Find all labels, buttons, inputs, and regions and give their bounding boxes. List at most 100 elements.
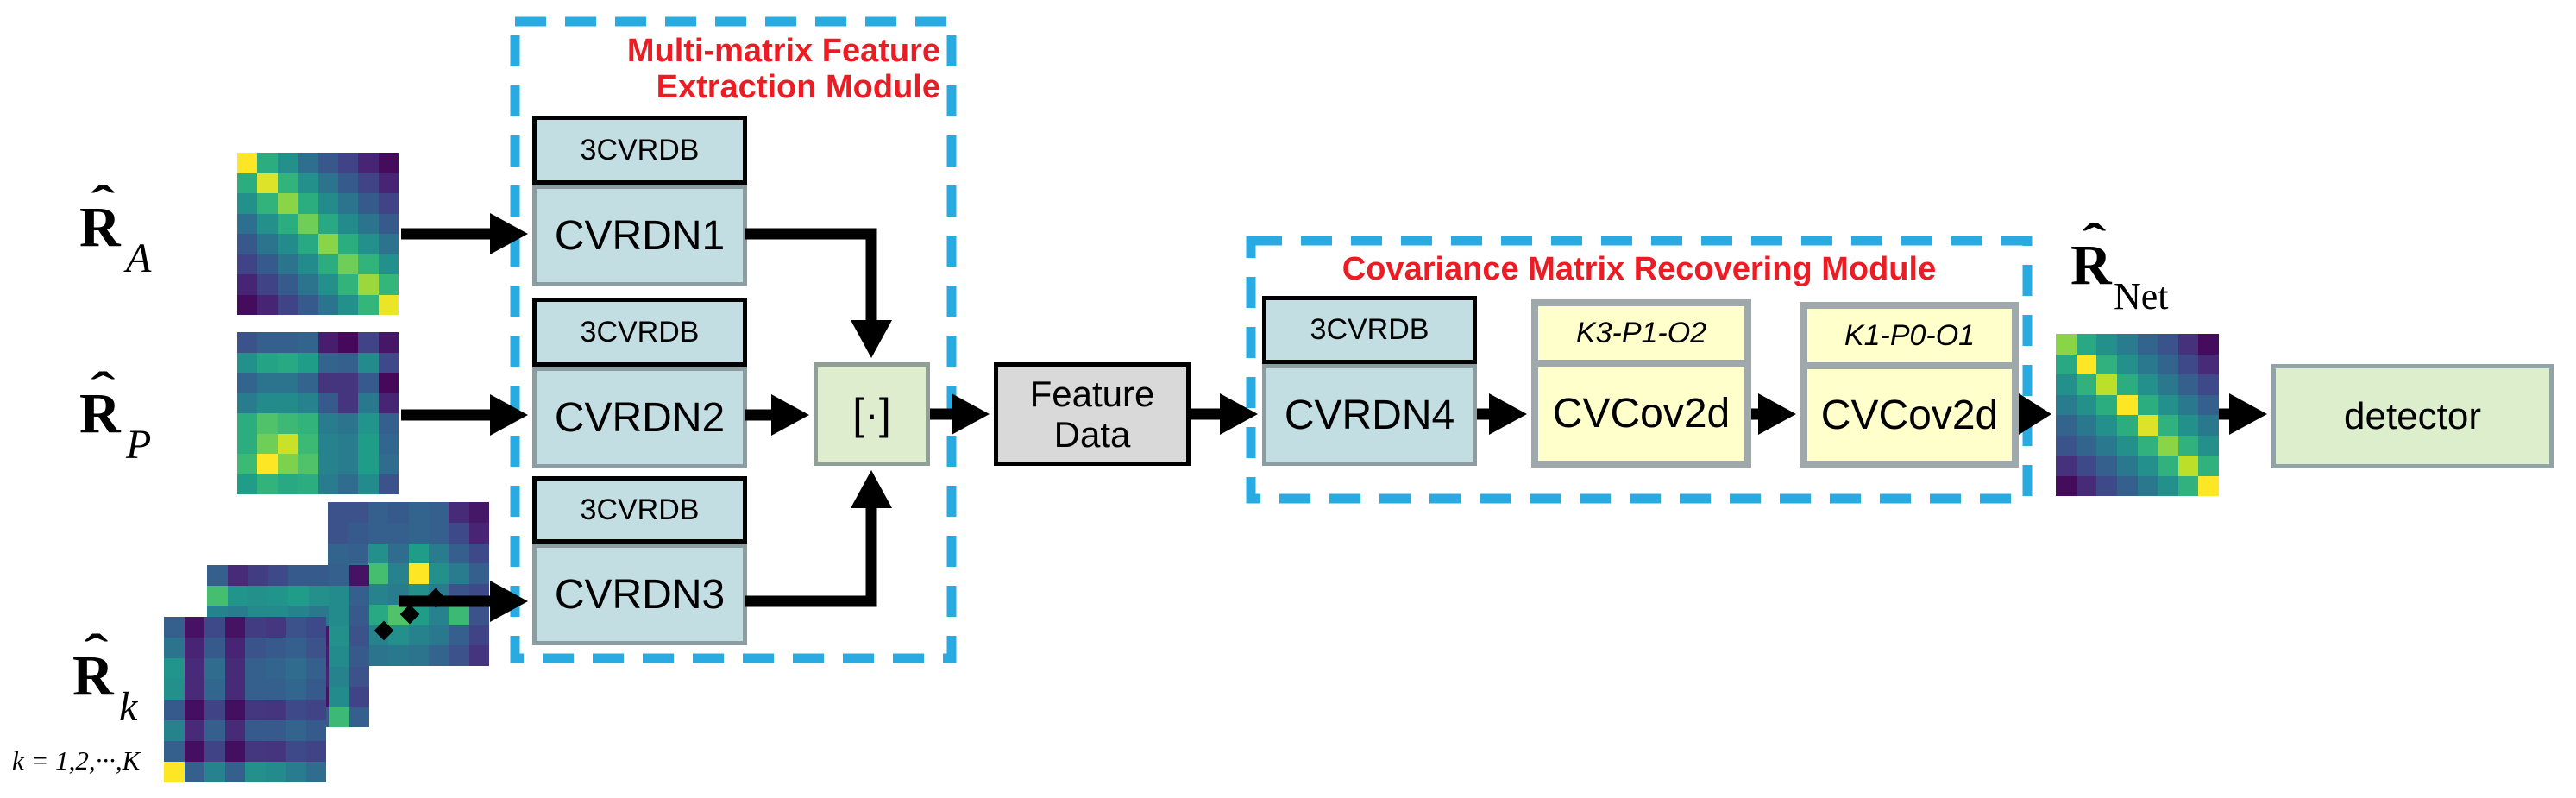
heatmap-cell <box>257 433 278 454</box>
heatmap-cell <box>388 625 409 646</box>
heatmap-cell <box>286 679 306 700</box>
heatmap-cell <box>468 604 489 625</box>
heatmap-cell <box>2158 475 2178 496</box>
heatmap-cell <box>378 413 399 434</box>
heatmap-cell <box>2198 435 2219 456</box>
heatmap-cell <box>2056 435 2077 456</box>
heatmap-cell <box>388 502 409 523</box>
label-r-hat-a: ˆ R A <box>76 177 197 288</box>
heatmap-cell <box>358 153 379 173</box>
heatmap-cell <box>358 294 379 315</box>
heatmap-cell <box>257 393 278 413</box>
heatmap-cell <box>2137 394 2158 415</box>
heatmap-cell <box>2177 354 2199 374</box>
heatmap-cell <box>305 741 326 762</box>
heatmap-cell <box>2076 334 2097 355</box>
heatmap-cell <box>277 153 298 173</box>
heatmap-cell <box>408 563 429 584</box>
heatmap-cell <box>337 153 359 173</box>
heatmap-cell <box>305 700 326 720</box>
heatmap-cell <box>468 584 489 605</box>
heatmap-cell <box>337 474 359 494</box>
heatmap-cell <box>277 332 298 353</box>
heatmap-cell <box>378 193 399 214</box>
heatmap-cell <box>237 454 258 474</box>
heatmap-cell <box>349 565 369 586</box>
heatmap-cell <box>308 585 329 606</box>
heatmap-cell <box>2177 394 2199 415</box>
heatmap-cell <box>378 474 399 494</box>
heatmap-cell <box>358 193 379 214</box>
heatmap-cell <box>286 700 306 720</box>
heatmap-cell <box>257 193 278 214</box>
heatmap-cell <box>428 625 449 646</box>
heatmap-cell <box>164 658 185 679</box>
heatmap-cell <box>237 254 258 274</box>
heatmap-cell <box>277 352 298 373</box>
cvrdn1-header: 3CVRDB <box>532 116 747 185</box>
heatmap-cell <box>2177 475 2199 496</box>
heatmap-cell <box>298 413 318 434</box>
heatmap-cell <box>378 153 399 173</box>
heatmap-cell <box>2158 435 2178 456</box>
heatmap-cell <box>265 658 286 679</box>
hat-accent: ˆ <box>84 625 109 679</box>
heatmap-cell <box>328 522 349 544</box>
heatmap-cell <box>358 454 379 474</box>
heatmap-cell <box>237 153 258 173</box>
heatmap-cell <box>337 433 359 454</box>
heatmap-cell <box>265 762 286 782</box>
heatmap-cell <box>408 543 429 564</box>
heatmap-cell <box>378 352 399 373</box>
arrowhead-rp-to-cvrdn2 <box>490 394 528 436</box>
heatmap-cell <box>408 604 429 625</box>
heatmap-cell <box>337 274 359 295</box>
heatmap-cell <box>298 433 318 454</box>
heatmap-cell <box>277 274 298 295</box>
heatmap-cell <box>378 173 399 193</box>
heatmap-cell <box>265 638 286 658</box>
heatmap-cell <box>204 741 225 762</box>
heatmap-cell <box>298 474 318 494</box>
label-r-hat-k: ˆ R k <box>69 625 190 737</box>
heatmap-cell <box>245 700 266 720</box>
heatmap-cell <box>337 193 359 214</box>
heatmap-cell <box>2056 354 2077 374</box>
heatmap-cell <box>368 502 389 523</box>
heatmap-cell <box>2198 456 2219 476</box>
matrix-symbol: R <box>79 382 121 445</box>
heatmap-cell <box>308 565 329 586</box>
heatmap-cell <box>237 294 258 315</box>
heatmap-cell <box>378 294 399 315</box>
heatmap-cell <box>204 617 225 638</box>
cvcov2d-block-1: K3-P1-O2 CVCov2d <box>1531 299 1751 468</box>
heatmap-cell <box>204 762 225 782</box>
heatmap-cell <box>204 638 225 658</box>
cvrdn2-header: 3CVRDB <box>532 298 747 367</box>
heatmap-cell <box>368 604 389 625</box>
heatmap-cell <box>2116 415 2138 436</box>
heatmap-cell <box>2198 354 2219 374</box>
heatmap-cell <box>358 173 379 193</box>
heatmap-cell <box>2198 374 2219 395</box>
heatmap-cell <box>305 617 326 638</box>
heatmap-cell <box>298 274 318 295</box>
heatmap-cell <box>368 625 389 646</box>
cvrdn1-block: CVRDN1 <box>532 185 747 286</box>
heatmap-cell <box>378 234 399 254</box>
heatmap-cell <box>224 679 245 700</box>
heatmap-cell <box>227 565 248 586</box>
heatmap-cell <box>329 707 349 727</box>
heatmap-r-a <box>237 153 399 315</box>
heatmap-cell <box>2158 354 2178 374</box>
heatmap-cell <box>2158 415 2178 436</box>
heatmap-cell <box>305 679 326 700</box>
heatmap-cell <box>298 393 318 413</box>
heatmap-cell <box>224 700 245 720</box>
heatmap-cell <box>184 617 204 638</box>
heatmap-cell <box>428 584 449 605</box>
heatmap-cell <box>329 606 349 626</box>
heatmap-cell <box>358 352 379 373</box>
heatmap-cell <box>204 658 225 679</box>
heatmap-cell <box>265 679 286 700</box>
